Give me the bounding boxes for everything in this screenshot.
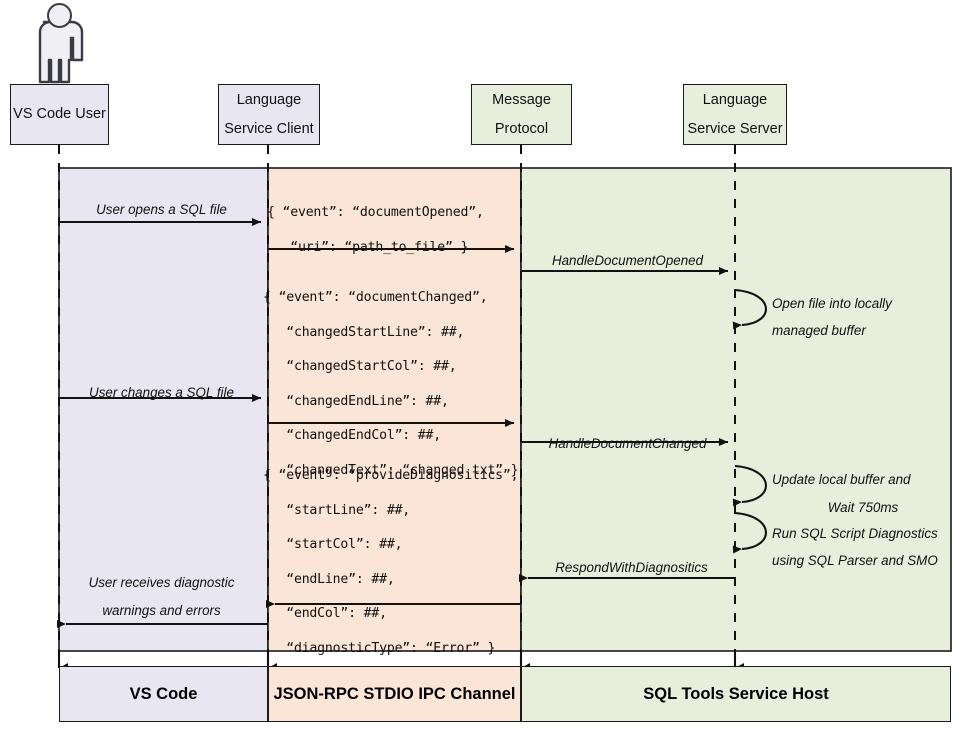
arrow-update-buffer-wait-selfloop <box>732 464 767 507</box>
actor-body-shape <box>38 20 84 84</box>
payload-document-opened: { “event”: “documentOpened”, “uri”: “pat… <box>267 205 484 255</box>
footer-sql-tools-host: SQL Tools Service Host <box>521 666 951 722</box>
lifeline-label-vs-code-user: VS Code User <box>13 106 106 123</box>
payload-document-changed: { “event”: “documentChanged”, “changedSt… <box>263 290 519 478</box>
arrow-open-file-into-buffer-selfloop <box>732 288 767 330</box>
arrow-run-sql-diagnostics-selfloop <box>732 511 767 554</box>
message-label-open-file-into-buffer-line2: managed buffer <box>772 323 866 338</box>
footer-label-vs-code: VS Code <box>129 684 198 703</box>
lifeline-label-message-protocol-line1: Message <box>492 92 551 109</box>
payload-provide-diagnositics: { “event”: “provideDiagnositics”, “start… <box>263 468 519 656</box>
message-label-respond-with-diagnositics: RespondWithDiagnositics <box>555 560 708 575</box>
message-label-user-changes-sql-file: User changes a SQL file <box>89 385 234 400</box>
message-label-handle-document-opened: HandleDocumentOpened <box>551 253 704 268</box>
lifeline-label-language-service-client-line1: Language <box>236 92 302 109</box>
lifeline-header-vs-code-user[interactable]: VS Code User <box>10 84 109 145</box>
lifeline-label-language-service-client-line2: Service Client <box>224 120 314 137</box>
message-label-open-file-into-buffer-line1: Open file into locally <box>772 296 892 311</box>
message-label-run-sql-diagnostics-line1: Run SQL Script Diagnostics <box>772 526 938 541</box>
lifeline-header-language-service-server[interactable]: Language Service Server <box>683 84 787 145</box>
message-label-user-receives-diagnostics-line1: User receives diagnostic <box>88 575 235 590</box>
lifeline-label-language-service-server-line2: Service Server <box>687 120 783 137</box>
footer-label-json-rpc: JSON-RPC STDIO IPC Channel <box>273 684 516 703</box>
lifeline-header-message-protocol[interactable]: Message Protocol <box>471 84 572 145</box>
message-label-run-sql-diagnostics-line2: using SQL Parser and SMO <box>772 553 938 568</box>
band-vs-code <box>58 167 269 652</box>
footer-label-sql-tools-host: SQL Tools Service Host <box>643 684 829 703</box>
lifeline-header-language-service-client[interactable]: Language Service Client <box>218 84 320 145</box>
message-label-update-buffer-wait-line1: Update local buffer and <box>772 472 911 487</box>
actor-head-icon <box>47 3 72 28</box>
footer-json-rpc: JSON-RPC STDIO IPC Channel <box>268 666 521 722</box>
lifeline-label-message-protocol-line2: Protocol <box>494 120 549 137</box>
message-label-user-receives-diagnostics-line2: warnings and errors <box>102 603 221 618</box>
message-label-user-opens-sql-file: User opens a SQL file <box>96 202 227 217</box>
message-label-handle-document-changed: HandleDocumentChanged <box>548 436 707 451</box>
footer-vs-code: VS Code <box>59 666 268 722</box>
message-label-update-buffer-wait-line2: Wait 750ms <box>827 500 899 515</box>
lifeline-label-language-service-server-line1: Language <box>702 92 768 109</box>
